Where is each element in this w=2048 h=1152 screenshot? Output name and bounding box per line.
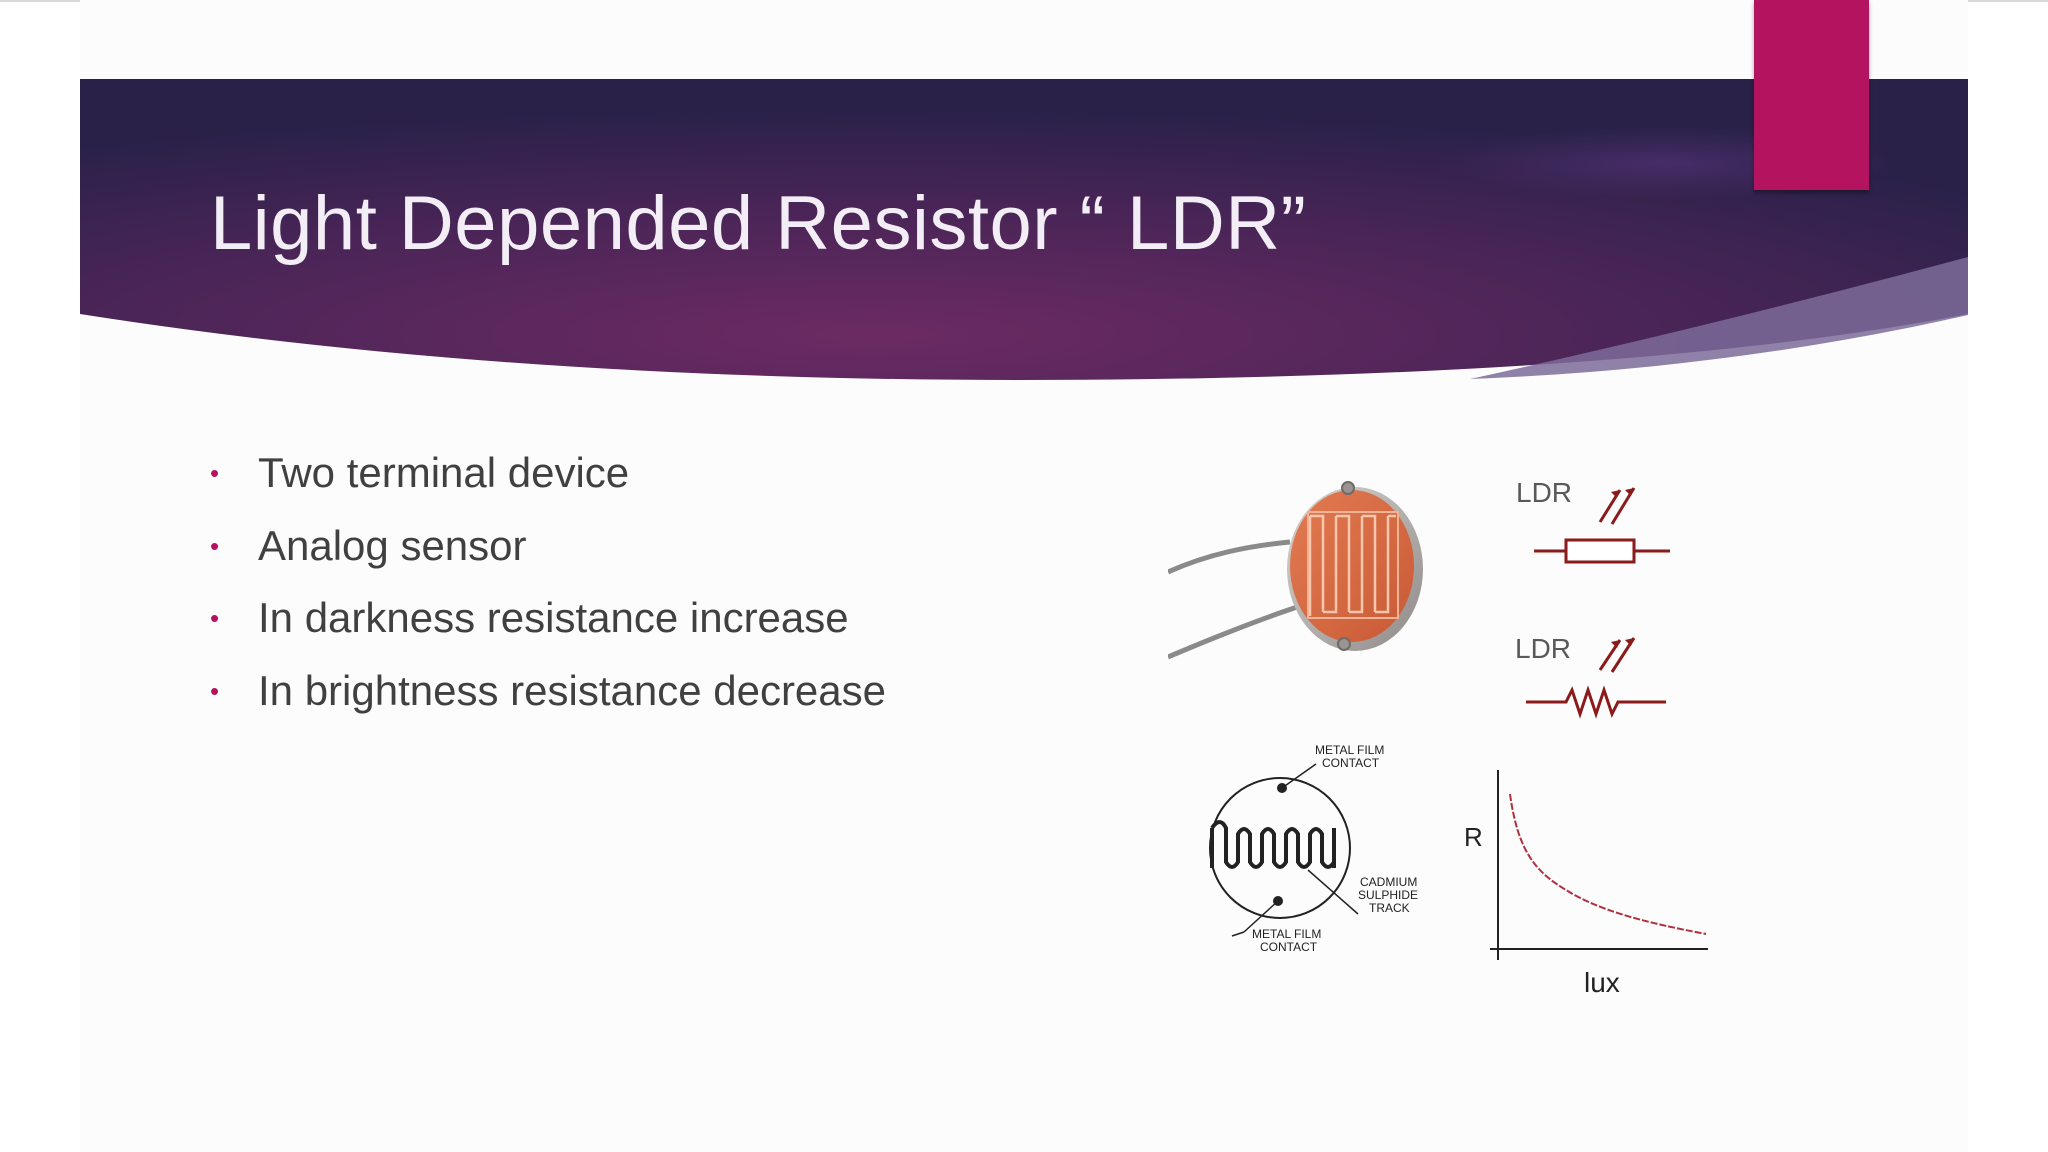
cadmium-label-line2: SULPHIDE xyxy=(1358,888,1418,902)
cadmium-label-line1: CADMIUM xyxy=(1360,875,1417,889)
bullet-item: • In brightness resistance decrease xyxy=(208,663,886,736)
metal-film-top-label-line1: METAL FILM xyxy=(1315,743,1384,757)
metal-film-bottom-label-line2: CONTACT xyxy=(1260,940,1318,954)
bullet-list: • Two terminal device • Analog sensor • … xyxy=(208,445,886,735)
bullet-dot: • xyxy=(210,675,220,706)
ldr-figure: LDR LDR METAL FILM CONTACT CADMI xyxy=(1168,477,1708,998)
ldr-symbol-label: LDR xyxy=(1516,477,1572,508)
resistance-lux-graph: R lux xyxy=(1464,770,1708,998)
ldr-symbol-label: LDR xyxy=(1515,633,1571,664)
bullet-text: In brightness resistance decrease xyxy=(258,666,887,714)
slide-title: Light Depended Resistor “ LDR” xyxy=(210,181,1307,266)
resistance-curve xyxy=(1509,793,1707,935)
bullet-dot: • xyxy=(210,530,220,561)
ldr-component-illustration xyxy=(1168,481,1423,660)
cadmium-label-line3: TRACK xyxy=(1369,901,1410,915)
graph-x-label: lux xyxy=(1584,967,1620,998)
metal-film-bottom-label-line1: METAL FILM xyxy=(1252,927,1321,941)
bullet-dot: • xyxy=(210,458,220,488)
bullet-text: Two terminal device xyxy=(258,449,630,496)
bullet-text: In darkness resistance increase xyxy=(258,594,849,641)
bullet-dot: • xyxy=(210,603,220,633)
bullet-item: • Two terminal device xyxy=(208,445,886,518)
accent-tab xyxy=(1754,0,1869,190)
bullet-item: • In darkness resistance increase xyxy=(208,590,886,663)
metal-film-top-label-line2: CONTACT xyxy=(1322,756,1380,770)
ldr-construction-diagram: METAL FILM CONTACT CADMIUM SULPHIDE TRAC… xyxy=(1209,743,1418,954)
bullet-text: Analog sensor xyxy=(258,521,527,569)
graph-y-label: R xyxy=(1464,822,1483,852)
ldr-symbol-box: LDR xyxy=(1516,477,1670,564)
ldr-symbol-zigzag: LDR xyxy=(1515,633,1666,719)
header-banner xyxy=(80,79,1968,380)
bullet-item: • Analog sensor xyxy=(208,518,886,591)
